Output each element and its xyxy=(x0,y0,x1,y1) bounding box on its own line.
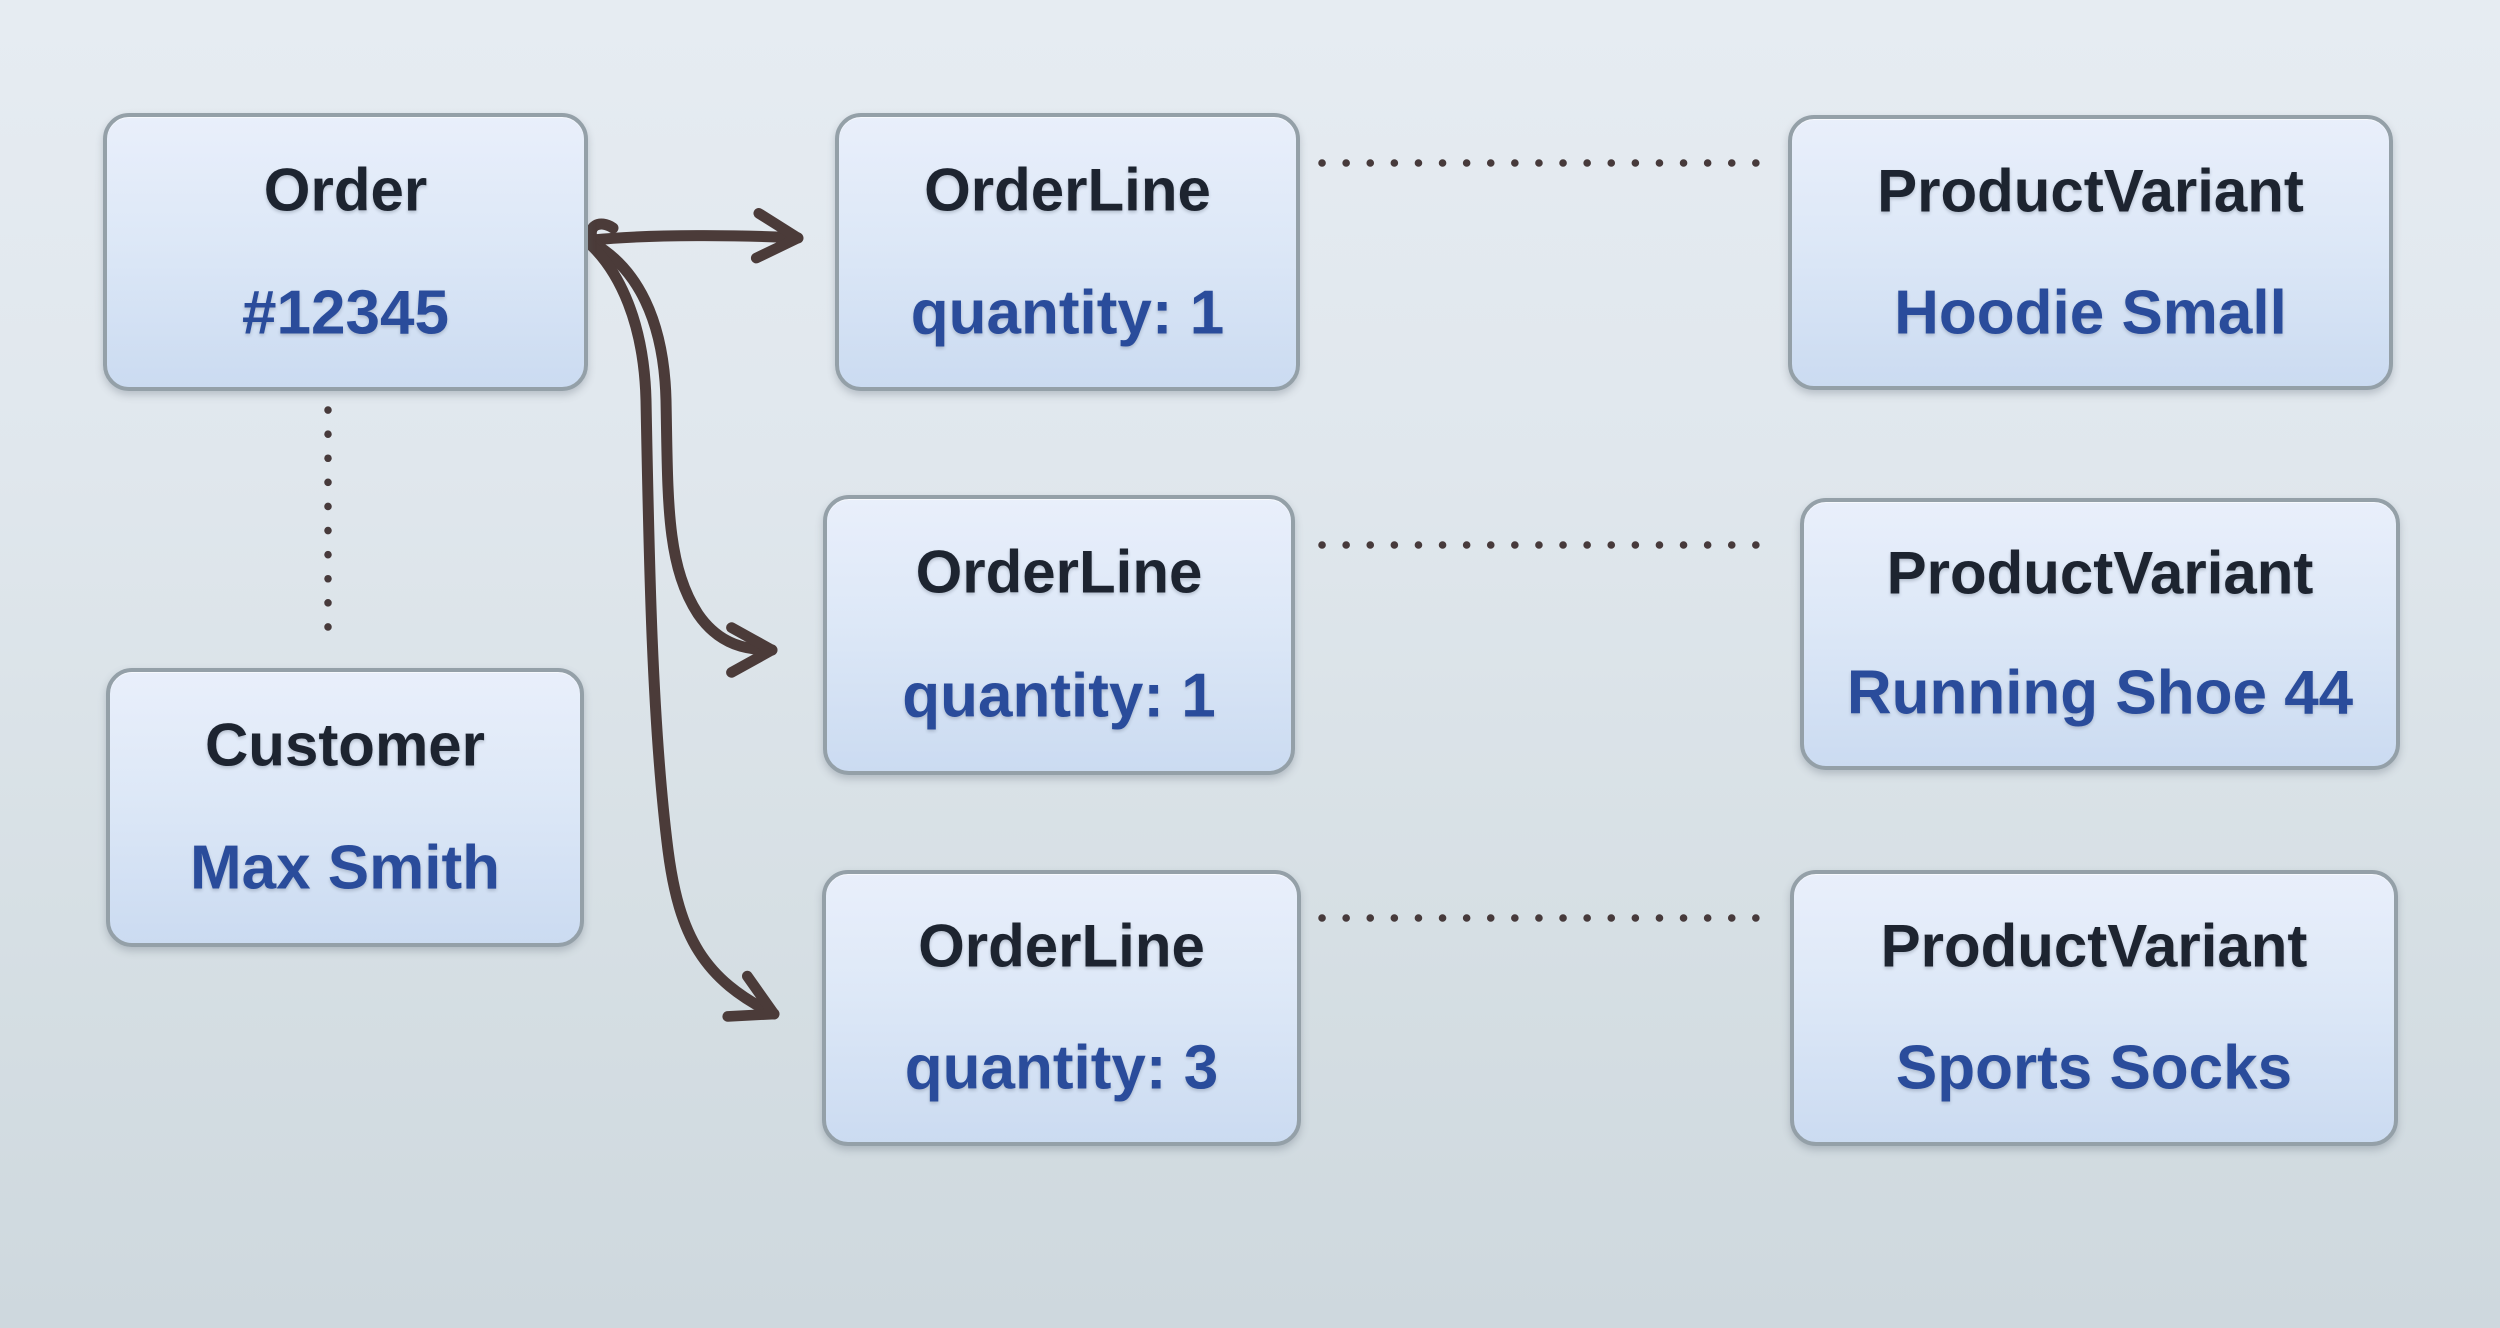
entity-orderline-2-value: quantity: 1 xyxy=(902,661,1216,731)
entity-customer-value: Max Smith xyxy=(189,833,501,903)
entity-orderline-1-value: quantity: 1 xyxy=(910,278,1225,348)
entity-orderline-3-title: OrderLine xyxy=(918,912,1205,980)
entity-orderline-3-value: quantity: 3 xyxy=(904,1033,1219,1103)
entity-productvariant-3: ProductVariant Sports Socks xyxy=(1790,870,2398,1146)
entity-orderline-2: OrderLine quantity: 1 xyxy=(823,495,1295,775)
entity-productvariant-2: ProductVariant Running Shoe 44 xyxy=(1800,498,2400,770)
entity-order-title: Order xyxy=(263,156,428,224)
entity-orderline-1-title: OrderLine xyxy=(924,156,1211,224)
entity-customer-title: Customer xyxy=(204,711,486,779)
entity-productvariant-3-value: Sports Socks xyxy=(1895,1033,2293,1103)
arrow-order-orderline2 xyxy=(587,237,778,678)
entity-customer: Customer Max Smith xyxy=(106,668,584,947)
entity-productvariant-1-title: ProductVariant xyxy=(1877,157,2304,225)
entity-productvariant-2-value: Running Shoe 44 xyxy=(1846,658,2354,728)
entity-productvariant-1: ProductVariant Hoodie Small xyxy=(1788,115,2393,390)
entity-orderline-2-title: OrderLine xyxy=(915,538,1203,606)
arrow-order-orderline1 xyxy=(587,208,804,264)
entity-productvariant-3-title: ProductVariant xyxy=(1880,912,2308,980)
entity-order: Order #12345 xyxy=(103,113,588,391)
arrow-origin-hook xyxy=(585,218,619,248)
entity-orderline-3: OrderLine quantity: 3 xyxy=(822,870,1301,1146)
entity-productvariant-2-title: ProductVariant xyxy=(1886,539,2314,607)
entity-productvariant-1-value: Hoodie Small xyxy=(1894,278,2287,348)
arrow-order-orderline3 xyxy=(585,239,780,1022)
entity-order-value: #12345 xyxy=(242,278,449,348)
entity-orderline-1: OrderLine quantity: 1 xyxy=(835,113,1300,391)
